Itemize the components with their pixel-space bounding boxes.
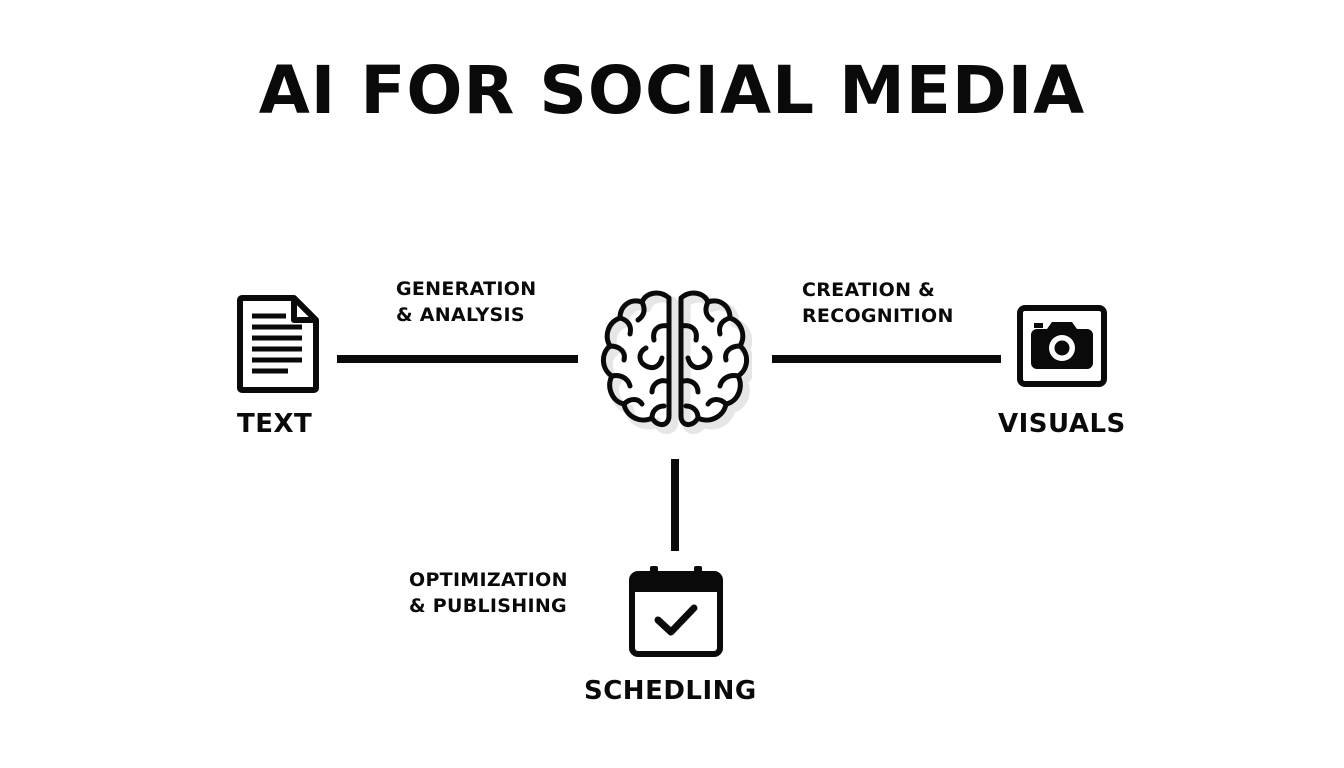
edge-label-text: GENERATION & ANALYSIS	[396, 276, 536, 328]
connector-visuals	[772, 355, 1001, 363]
brain-icon	[598, 286, 752, 440]
edge-label-scheduling-line2: & PUBLISHING	[409, 595, 567, 617]
edge-label-visuals-line2: RECOGNITION	[802, 305, 954, 327]
calendar-check-icon	[628, 562, 724, 658]
connector-text	[337, 355, 578, 363]
connector-scheduling	[671, 459, 679, 551]
node-label-text: TEXT	[237, 409, 313, 439]
edge-label-visuals: CREATION & RECOGNITION	[802, 277, 954, 329]
node-label-scheduling: SCHEDLING	[584, 676, 757, 706]
edge-label-scheduling: OPTIMIZATION & PUBLISHING	[409, 567, 568, 619]
document-icon	[236, 294, 320, 394]
edge-label-text-line2: & ANALYSIS	[396, 304, 525, 326]
node-label-visuals: VISUALS	[998, 409, 1126, 439]
camera-icon	[1017, 305, 1107, 387]
edge-label-text-line1: GENERATION	[396, 278, 537, 300]
edge-label-scheduling-line1: OPTIMIZATION	[409, 569, 568, 591]
diagram-title: AI FOR SOCIAL MEDIA	[258, 52, 1086, 129]
edge-label-visuals-line1: CREATION &	[802, 279, 936, 301]
